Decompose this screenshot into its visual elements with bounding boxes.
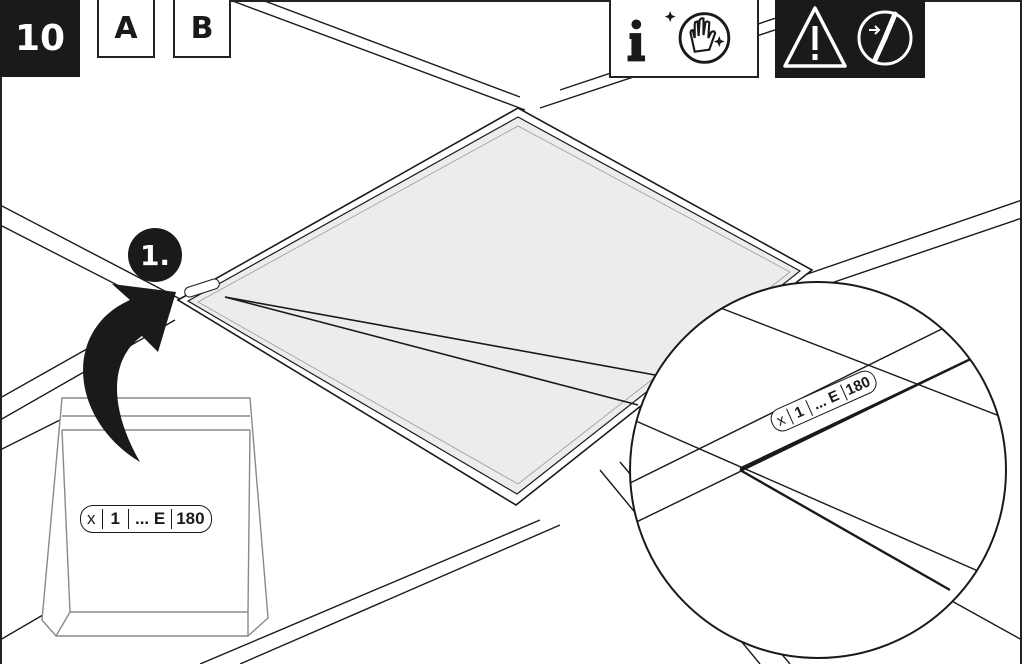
- label-x: x: [81, 509, 103, 529]
- ceiling-panel: [176, 107, 814, 506]
- clean-gloves-icon: [664, 11, 731, 64]
- power-switch-off-icon: [857, 10, 913, 66]
- info-icons: [627, 11, 731, 64]
- warning-icons: [783, 6, 913, 68]
- bag-label: x 1 ... E 180: [80, 505, 212, 533]
- label-number: 180: [176, 509, 205, 528]
- panel-label-small: [184, 278, 220, 298]
- zoom-detail: [630, 282, 1006, 658]
- info-box: [609, 0, 759, 78]
- curved-arrow: [83, 284, 176, 462]
- label-dots: ... E: [129, 509, 173, 529]
- label-one: 1: [103, 509, 129, 529]
- variant-tab-b[interactable]: B: [173, 0, 231, 58]
- zoom-circle: [629, 281, 1007, 659]
- warning-triangle-icon: [783, 6, 847, 68]
- frame-top-rule: [925, 0, 1022, 2]
- info-icon: [627, 19, 646, 62]
- callout-label: 1.: [139, 238, 171, 272]
- warning-box: [775, 0, 925, 78]
- callout-circle: [128, 228, 182, 282]
- variant-tab-a[interactable]: A: [97, 0, 155, 58]
- frame-right-rule: [1020, 0, 1022, 664]
- step-number: 10: [0, 0, 80, 77]
- zoom-connector: [224, 296, 656, 406]
- frame-left-rule: [0, 77, 2, 664]
- frame-top-rule: [231, 0, 609, 2]
